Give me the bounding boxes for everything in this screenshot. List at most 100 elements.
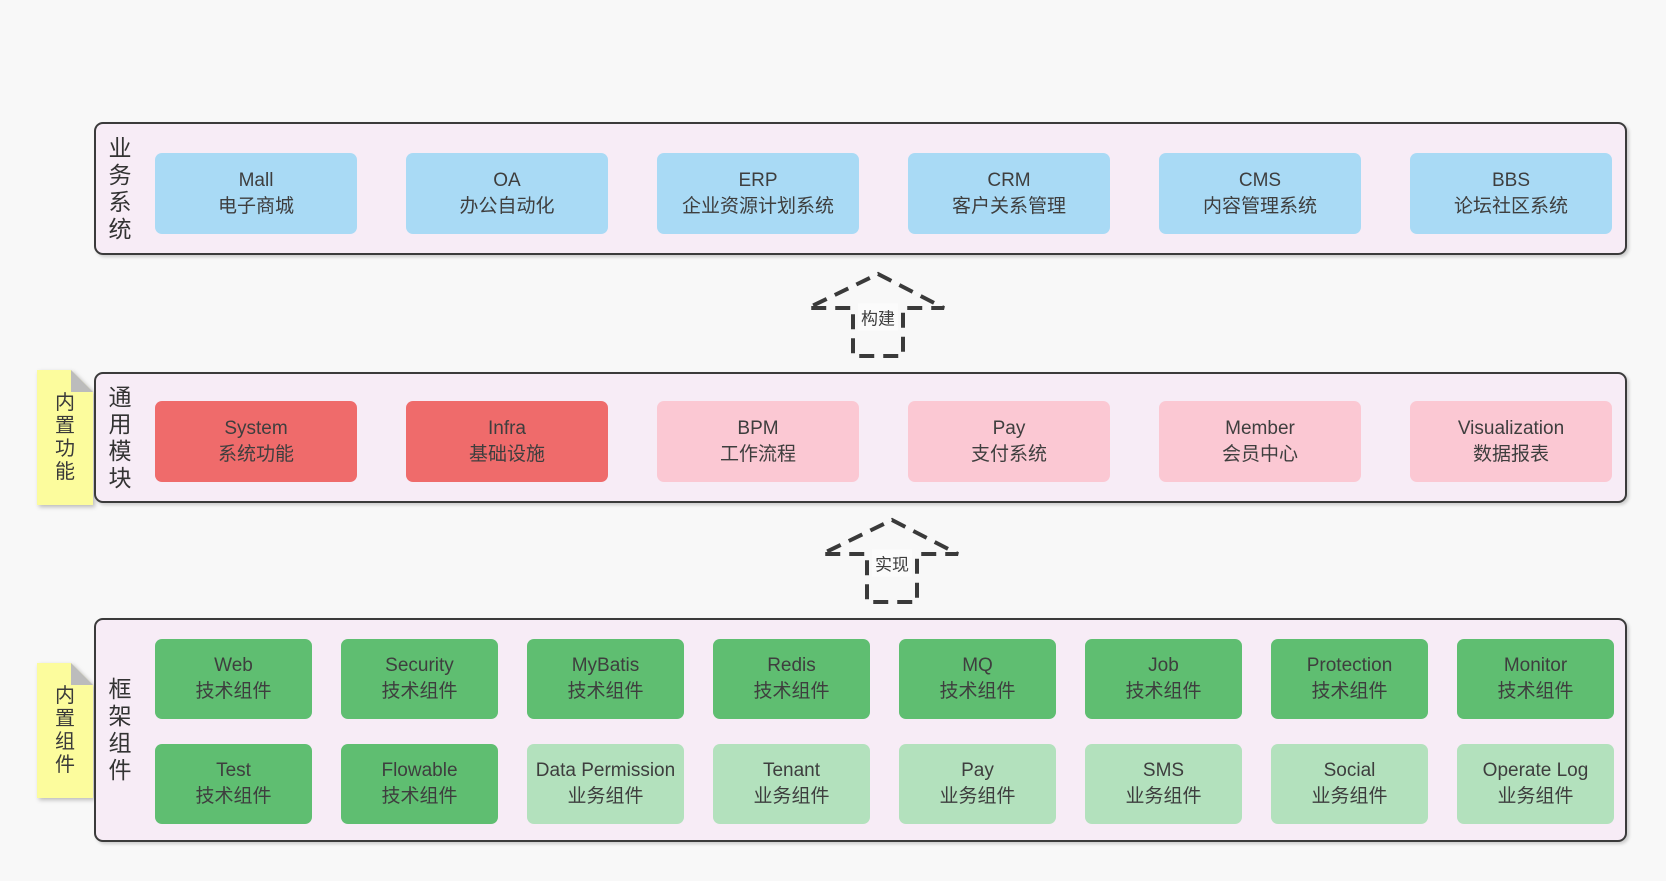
box-title: Job xyxy=(1148,655,1179,676)
arrow-implement: 实现 xyxy=(820,517,960,604)
box-job: Job 技术组件 xyxy=(1085,639,1242,719)
box-subtitle: 技术组件 xyxy=(753,681,830,702)
arrow-implement-label: 实现 xyxy=(872,549,912,577)
box-operate-log: Operate Log 业务组件 xyxy=(1457,744,1614,824)
box-subtitle: 内容管理系统 xyxy=(1202,195,1317,217)
box-bbs: BBS 论坛社区系统 xyxy=(1410,153,1612,234)
note-built-in-features-label: 内置功能 xyxy=(55,391,75,483)
panel-framework-label: 框架组件 xyxy=(108,676,132,783)
box-tenant: Tenant 业务组件 xyxy=(713,744,870,824)
box-subtitle: 技术组件 xyxy=(567,681,644,702)
box-title: Data Permission xyxy=(535,760,676,781)
panel-common-modules: 通用模块 System 系统功能 Infra 基础设施 BPM 工作流程 Pay 支付系统 Me… xyxy=(94,372,1627,503)
box-subtitle: 技术组件 xyxy=(381,786,458,807)
box-title: Protection xyxy=(1306,655,1393,676)
box-data-permission: Data Permission 业务组件 xyxy=(527,744,684,824)
box-subtitle: 技术组件 xyxy=(381,681,458,702)
box-redis: Redis 技术组件 xyxy=(713,639,870,719)
box-title: BPM xyxy=(737,417,779,439)
box-subtitle: 会员中心 xyxy=(1221,443,1298,465)
box-subtitle: 业务组件 xyxy=(1497,786,1574,807)
box-title: Operate Log xyxy=(1482,760,1589,781)
box-title: CRM xyxy=(987,169,1031,191)
box-title: Flowable xyxy=(381,760,458,781)
box-title: BBS xyxy=(1491,169,1531,191)
dashed-up-arrow-icon xyxy=(807,271,945,358)
box-test: Test 技术组件 xyxy=(155,744,312,824)
box-subtitle: 业务组件 xyxy=(1125,786,1202,807)
box-social: Social 业务组件 xyxy=(1271,744,1428,824)
box-subtitle: 业务组件 xyxy=(753,786,830,807)
box-subtitle: 业务组件 xyxy=(567,786,644,807)
box-protection: Protection 技术组件 xyxy=(1271,639,1428,719)
box-title: Visualization xyxy=(1457,417,1565,439)
box-subtitle: 业务组件 xyxy=(939,786,1016,807)
box-subtitle: 技术组件 xyxy=(1497,681,1574,702)
box-monitor: Monitor 技术组件 xyxy=(1457,639,1614,719)
arrow-build-label: 构建 xyxy=(858,303,898,331)
box-title: Redis xyxy=(767,655,816,676)
box-subtitle: 客户关系管理 xyxy=(951,195,1066,217)
box-title: SMS xyxy=(1142,760,1185,781)
box-subtitle: 技术组件 xyxy=(195,786,272,807)
box-subtitle: 技术组件 xyxy=(195,681,272,702)
box-subtitle: 支付系统 xyxy=(970,443,1047,465)
box-title: Infra xyxy=(487,417,527,439)
dashed-up-arrow-icon xyxy=(821,517,959,604)
box-title: MyBatis xyxy=(571,655,640,676)
panel-business-systems: 业务系统 Mall 电子商城 OA 办公自动化 ERP 企业资源计划系统 CRM 客户关系管理… xyxy=(94,122,1627,255)
note-built-in-components-label: 内置组件 xyxy=(55,684,75,776)
box-cms: CMS 内容管理系统 xyxy=(1159,153,1361,234)
box-mall: Mall 电子商城 xyxy=(155,153,357,234)
box-flowable: Flowable 技术组件 xyxy=(341,744,498,824)
box-security: Security 技术组件 xyxy=(341,639,498,719)
box-subtitle: 技术组件 xyxy=(1311,681,1388,702)
box-system: System 系统功能 xyxy=(155,401,357,482)
box-title: Security xyxy=(385,655,454,676)
box-subtitle: 基础设施 xyxy=(468,443,545,465)
panel-modules-label: 通用模块 xyxy=(108,383,132,491)
box-subtitle: 办公自动化 xyxy=(459,195,555,217)
box-web: Web 技术组件 xyxy=(155,639,312,719)
box-infra: Infra 基础设施 xyxy=(406,401,608,482)
box-title: Social xyxy=(1323,760,1376,781)
box-sms: SMS 业务组件 xyxy=(1085,744,1242,824)
note-background xyxy=(37,370,93,505)
box-subtitle: 业务组件 xyxy=(1311,786,1388,807)
box-subtitle: 技术组件 xyxy=(939,681,1016,702)
box-oa: OA 办公自动化 xyxy=(406,153,608,234)
box-visualization: Visualization 数据报表 xyxy=(1410,401,1612,482)
box-subtitle: 技术组件 xyxy=(1125,681,1202,702)
note-background xyxy=(37,663,93,798)
box-title: Mall xyxy=(238,169,274,191)
box-subtitle: 工作流程 xyxy=(719,443,796,465)
panel-business-label: 业务系统 xyxy=(108,134,132,242)
box-crm: CRM 客户关系管理 xyxy=(908,153,1110,234)
box-title: Pay xyxy=(992,417,1026,439)
box-title: OA xyxy=(493,169,521,191)
box-bpm: BPM 工作流程 xyxy=(657,401,859,482)
box-title: Tenant xyxy=(762,760,821,781)
box-title: ERP xyxy=(738,169,778,191)
box-subtitle: 电子商城 xyxy=(217,195,294,217)
box-title: System xyxy=(224,417,288,439)
box-subtitle: 企业资源计划系统 xyxy=(681,195,834,217)
box-erp: ERP 企业资源计划系统 xyxy=(657,153,859,234)
note-built-in-features: 内置功能 xyxy=(37,370,93,505)
box-pay: Pay 支付系统 xyxy=(908,401,1110,482)
box-subtitle: 论坛社区系统 xyxy=(1453,195,1568,217)
box-subtitle: 数据报表 xyxy=(1472,443,1549,465)
box-title: Web xyxy=(214,655,253,676)
box-mybatis: MyBatis 技术组件 xyxy=(527,639,684,719)
note-built-in-components: 内置组件 xyxy=(37,663,93,798)
box-title: Monitor xyxy=(1503,655,1568,676)
box-title: Test xyxy=(216,760,251,781)
box-member: Member 会员中心 xyxy=(1159,401,1361,482)
box-title: Member xyxy=(1225,417,1295,439)
box-subtitle: 系统功能 xyxy=(217,443,294,465)
box-title: CMS xyxy=(1238,169,1282,191)
